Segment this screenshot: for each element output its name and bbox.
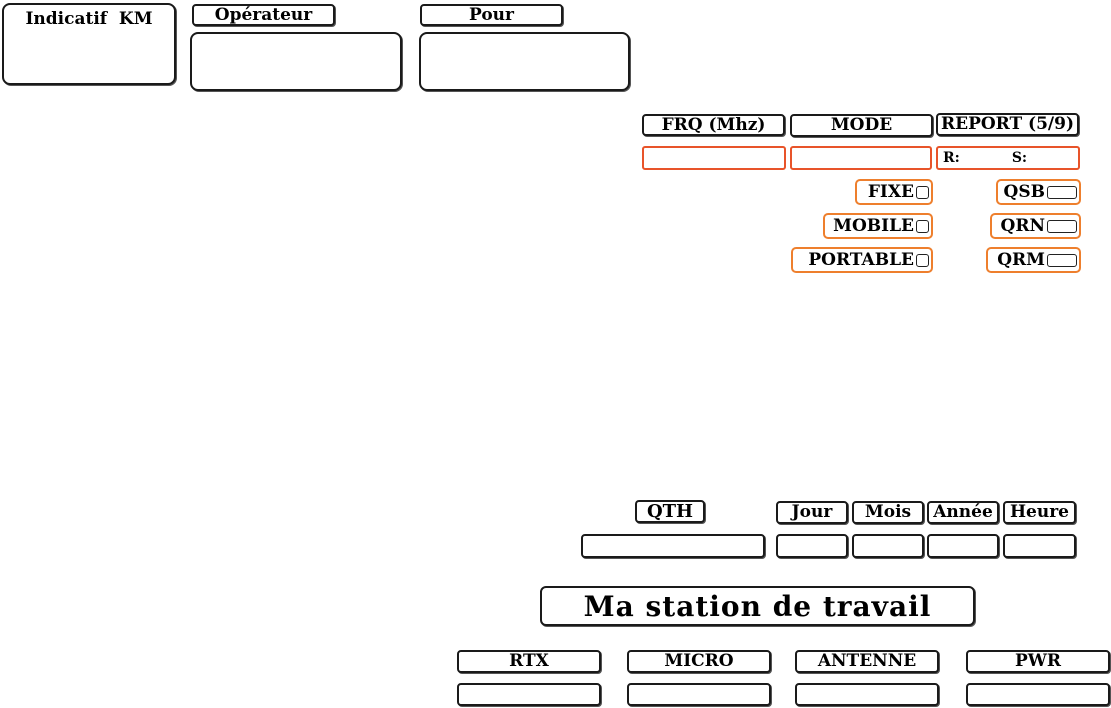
rtx-label: RTX [457,650,601,673]
antenne-label: ANTENNE [795,650,939,673]
qrn-check-box[interactable] [1047,219,1077,233]
qsb-check-box[interactable] [1047,185,1077,199]
mobile-check-box[interactable] [916,219,929,233]
pwr-field[interactable] [966,683,1110,706]
frq-label: FRQ (Mhz) [642,114,785,136]
mode-field[interactable] [790,146,932,170]
antenne-field[interactable] [795,683,939,706]
annee-label: Année [927,501,999,524]
pour-label: Pour [420,4,563,26]
fixe-label: FIXE [867,182,914,202]
pwr-label: PWR [966,650,1110,673]
annee-field[interactable] [927,534,999,558]
report-s-label: S: [1011,150,1028,166]
portable-check-box[interactable] [916,253,929,267]
qsb-label: QSB [1003,182,1045,202]
qth-label: QTH [635,500,705,523]
frq-field[interactable] [642,146,786,170]
operateur-field[interactable] [190,32,402,91]
fixe-checkbox[interactable]: FIXE [855,179,933,205]
qrm-label: QRM [997,250,1045,270]
qrm-check-box[interactable] [1047,253,1077,267]
mobile-checkbox[interactable]: MOBILE [823,213,933,239]
jour-label: Jour [776,501,848,524]
report-r-label: R: [943,150,960,166]
station-title: Ma station de travail [540,586,975,626]
mois-label: Mois [852,501,924,524]
heure-label: Heure [1003,501,1076,524]
qrm-checkbox[interactable]: QRM [986,247,1081,273]
micro-label: MICRO [627,650,771,673]
mobile-label: MOBILE [833,216,914,236]
micro-field[interactable] [627,683,771,706]
jour-field[interactable] [776,534,848,558]
qth-field[interactable] [581,534,765,558]
report-label: REPORT (5/9) [936,113,1079,136]
portable-label: PORTABLE [808,250,914,270]
qrn-label: QRN [1000,216,1045,236]
mois-field[interactable] [852,534,924,558]
heure-field[interactable] [1003,534,1076,558]
mode-label: MODE [790,114,933,137]
qsb-checkbox[interactable]: QSB [996,179,1081,205]
operateur-label: Opérateur [192,4,335,26]
portable-checkbox[interactable]: PORTABLE [791,247,933,273]
pour-field[interactable] [419,32,630,91]
rtx-field[interactable] [457,683,601,706]
indicatif-field[interactable]: Indicatif KM [2,3,176,85]
fixe-check-box[interactable] [916,185,929,199]
qrn-checkbox[interactable]: QRN [990,213,1081,239]
indicatif-label: Indicatif KM [25,9,153,29]
report-field[interactable]: R: S: [936,146,1080,170]
